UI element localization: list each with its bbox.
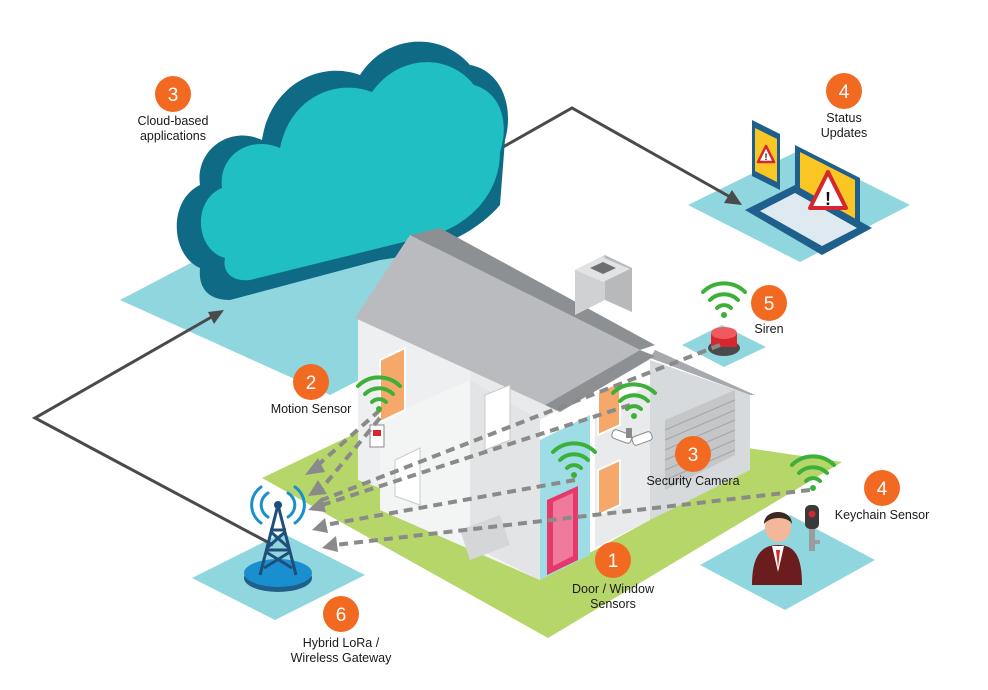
tower-icon: [244, 485, 312, 592]
signal-arrowheads: [305, 458, 338, 552]
person-icon: [752, 512, 802, 585]
wifi-icon-motion: [356, 375, 402, 412]
svg-text:3: 3: [168, 85, 179, 106]
label-status: Status Updates: [809, 111, 879, 141]
window-upper-right: [597, 380, 621, 437]
label-status-line-1: Status: [826, 111, 862, 125]
laptop-icon: !: [745, 145, 872, 255]
window-right: [597, 458, 621, 517]
label-cloud: Cloud-based applications: [128, 114, 218, 144]
badge-camera: 3: [675, 436, 711, 472]
siren-icon: [708, 327, 740, 356]
svg-text:1: 1: [608, 551, 619, 572]
label-cloud-line-2: applications: [139, 129, 206, 143]
label-siren: Siren: [748, 322, 790, 337]
gateway-to-cloud-arrowhead: [208, 310, 224, 324]
motion-sensor-icon: [369, 424, 385, 448]
svg-text:4: 4: [877, 479, 888, 500]
svg-text:2: 2: [306, 373, 317, 394]
wifi-icon-keychain: [790, 454, 836, 491]
badge-siren: 5: [751, 285, 787, 321]
svg-text:4: 4: [839, 82, 850, 103]
badge-cloud: 3: [155, 76, 191, 112]
gateway-to-cloud-line: [31, 313, 274, 547]
keychain-icon: [805, 505, 820, 551]
laptop-warning-glyph: !: [825, 189, 831, 209]
label-gateway-line-1: Hybrid LoRa /: [302, 636, 380, 650]
cloud-to-laptop-line: [479, 106, 733, 200]
roof: [355, 235, 640, 405]
wifi-icon-camera: [611, 382, 657, 419]
label-door: Door / Window Sensors: [563, 582, 663, 612]
camera-icon: [611, 428, 653, 446]
wifi-icon-siren: [701, 281, 747, 318]
house: [355, 228, 755, 580]
badge-status: 4: [826, 73, 862, 109]
phone-warning-glyph: !: [765, 152, 768, 162]
label-keychain-line-1: Keychain Sensor: [834, 508, 930, 522]
badge-door: 1: [595, 542, 631, 578]
label-cloud-line-1: Cloud-based: [137, 114, 209, 128]
label-siren-line-1: Siren: [754, 322, 784, 336]
label-camera-line-1: Security Camera: [646, 474, 740, 488]
badge-gateway: 6: [323, 596, 359, 632]
badge-motion: 2: [293, 364, 329, 400]
label-door-line-1: Door / Window: [572, 582, 654, 596]
wifi-icon-door: [551, 441, 597, 478]
label-gateway: Hybrid LoRa / Wireless Gateway: [283, 636, 399, 666]
svg-text:5: 5: [764, 294, 775, 315]
badge-keychain: 4: [864, 470, 900, 506]
cloud-to-laptop-arrowhead: [724, 190, 742, 205]
label-motion-line-1: Motion Sensor: [270, 402, 352, 416]
label-door-line-2: Sensors: [590, 597, 636, 611]
signal-arrows: [316, 343, 811, 547]
label-status-line-2: Updates: [820, 126, 868, 140]
label-keychain: Keychain Sensor: [830, 508, 934, 523]
label-camera: Security Camera: [640, 474, 746, 489]
svg-text:3: 3: [688, 445, 699, 466]
label-gateway-line-2: Wireless Gateway: [290, 651, 392, 665]
label-motion: Motion Sensor: [262, 402, 360, 417]
svg-text:6: 6: [336, 605, 347, 626]
phone-icon: !: [752, 120, 780, 190]
